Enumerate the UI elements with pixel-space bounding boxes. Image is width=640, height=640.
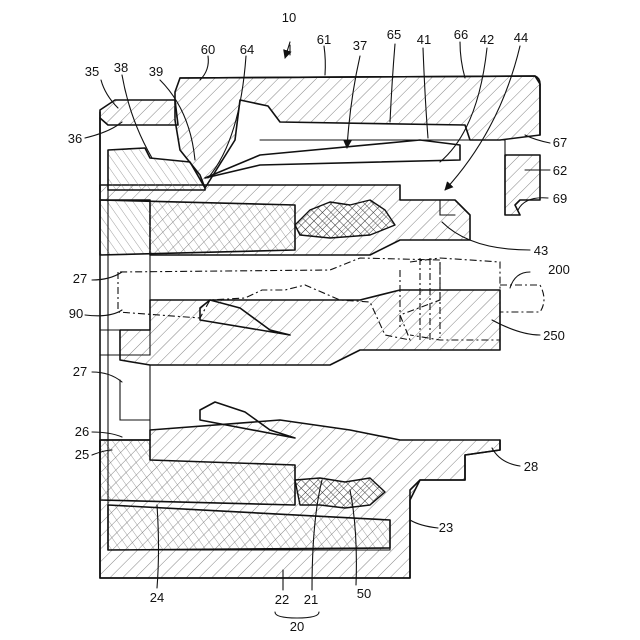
label-60: 60 [201,42,215,57]
label-25: 25 [75,447,89,462]
label-41: 41 [417,32,431,47]
label-27-upper: 27 [73,271,87,286]
label-200: 200 [548,262,570,277]
label-67: 67 [553,135,567,150]
label-21: 21 [304,592,318,607]
label-50: 50 [357,586,371,601]
label-43: 43 [534,243,548,258]
side-block [505,155,540,215]
label-42: 42 [480,32,494,47]
label-64: 64 [240,42,254,57]
label-28: 28 [524,459,538,474]
label-27-lower: 27 [73,364,87,379]
label-66: 66 [454,27,468,42]
label-65: 65 [387,27,401,42]
label-36: 36 [68,131,82,146]
label-38: 38 [114,60,128,75]
label-250: 250 [543,328,565,343]
label-23: 23 [439,520,453,535]
label-10: 10 [282,10,296,25]
label-37: 37 [353,38,367,53]
label-62: 62 [553,163,567,178]
lock-arm [108,140,460,190]
label-26: 26 [75,424,89,439]
label-39: 39 [149,64,163,79]
label-20: 20 [290,619,304,634]
label-22: 22 [275,592,289,607]
label-90: 90 [69,306,83,321]
seal-lower [295,478,385,508]
label-61: 61 [317,32,331,47]
label-69: 69 [553,191,567,206]
label-35: 35 [85,64,99,79]
label-24: 24 [150,590,164,605]
label-44: 44 [514,30,528,45]
retainer [175,76,540,188]
